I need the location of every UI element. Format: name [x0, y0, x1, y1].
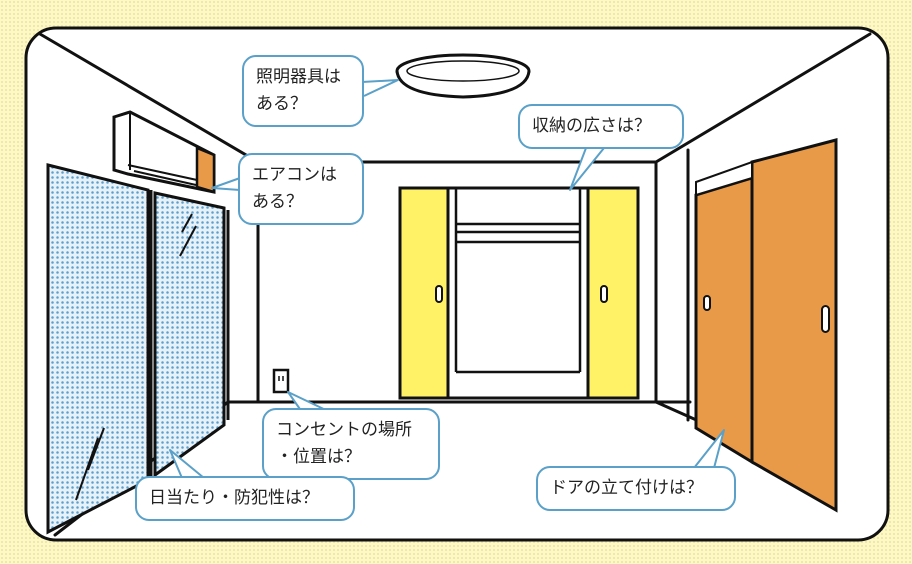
- room-door: [694, 138, 838, 513]
- outlet-callout-line2: ・位置は？: [276, 447, 361, 467]
- storage-bubble-tail: [569, 147, 605, 191]
- aircon-callout: エアコンは ある？: [238, 153, 364, 225]
- lighting-bubble-tail: [361, 79, 399, 97]
- door-callout: ドアの立て付けは？: [536, 466, 736, 511]
- lighting-callout-line1: 照明器具は: [256, 67, 341, 87]
- door-callout-line1: ドアの立て付けは？: [550, 478, 703, 498]
- window: [46, 163, 230, 535]
- aircon-bubble-tail: [211, 177, 241, 191]
- aircon-callout-line1: エアコンは: [252, 165, 337, 185]
- outlet-bubble-tail: [287, 391, 331, 413]
- lighting-callout: 照明器具は ある？: [242, 55, 364, 127]
- sunlight-callout: 日当たり・防犯性は？: [135, 476, 355, 521]
- ceiling-left-edge: [38, 32, 260, 164]
- air-conditioner-icon: [112, 110, 216, 194]
- outlet-icon: [272, 368, 290, 394]
- lighting-callout-line2: ある？: [256, 94, 307, 114]
- outlet-callout-line1: コンセントの場所: [276, 420, 412, 440]
- storage-callout: 収納の広さは？: [518, 104, 684, 149]
- closet: [398, 186, 640, 400]
- ceiling-light-icon: [395, 53, 531, 99]
- sunlight-bubble-tail: [169, 449, 205, 479]
- sunlight-callout-line1: 日当たり・防犯性は？: [149, 488, 319, 508]
- outlet-callout: コンセントの場所 ・位置は？: [262, 408, 440, 480]
- closet-door-left: [398, 186, 450, 400]
- closet-door-right: [586, 186, 640, 400]
- storage-callout-line1: 収納の広さは？: [532, 116, 651, 136]
- aircon-callout-line2: ある？: [252, 192, 303, 212]
- ceiling-right-edge: [654, 32, 872, 164]
- door-bubble-tail: [693, 429, 725, 469]
